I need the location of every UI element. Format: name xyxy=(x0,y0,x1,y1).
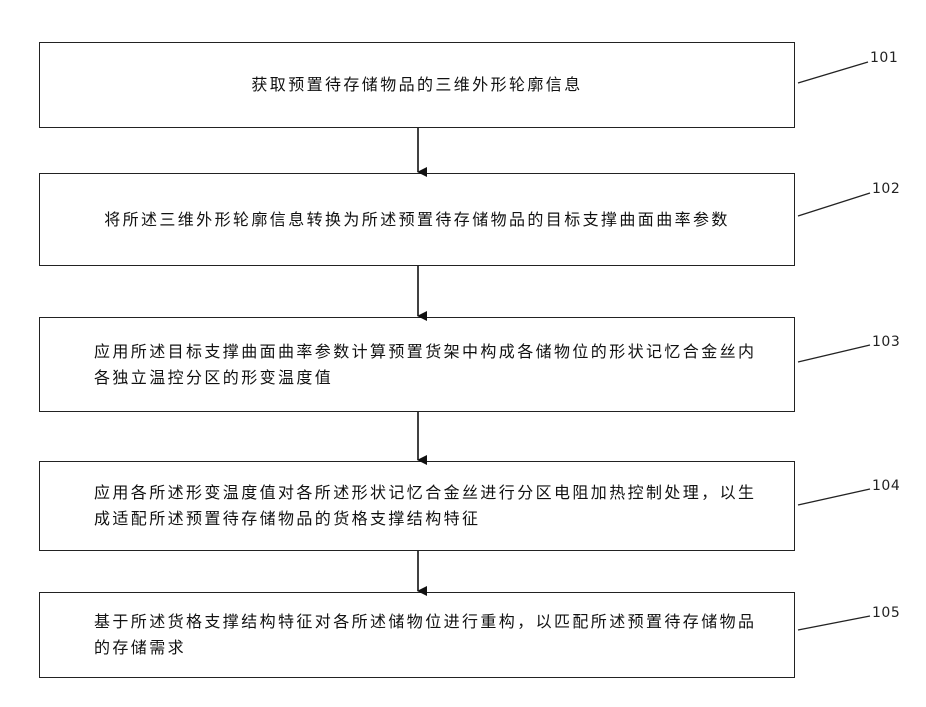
leader-line-102 xyxy=(798,193,870,216)
step-box-103: 应用所述目标支撑曲面曲率参数计算预置货架中构成各储物位的形状记忆合金丝内各独立温… xyxy=(39,317,795,412)
step-box-102: 将所述三维外形轮廓信息转换为所述预置待存储物品的目标支撑曲面曲率参数 xyxy=(39,173,795,266)
step-text-104: 应用各所述形变温度值对各所述形状记忆合金丝进行分区电阻加热控制处理，以生成适配所… xyxy=(40,480,794,532)
step-label-105: 105 xyxy=(872,605,900,621)
step-box-104: 应用各所述形变温度值对各所述形状记忆合金丝进行分区电阻加热控制处理，以生成适配所… xyxy=(39,461,795,551)
step-label-103: 103 xyxy=(872,334,900,350)
step-text-101: 获取预置待存储物品的三维外形轮廓信息 xyxy=(251,72,582,98)
step-text-102: 将所述三维外形轮廓信息转换为所述预置待存储物品的目标支撑曲面曲率参数 xyxy=(104,207,730,233)
leader-line-103 xyxy=(798,345,870,362)
leader-line-101 xyxy=(798,62,868,83)
step-box-105: 基于所述货格支撑结构特征对各所述储物位进行重构，以匹配所述预置待存储物品的存储需… xyxy=(39,592,795,678)
step-label-101: 101 xyxy=(870,50,898,66)
leader-line-105 xyxy=(798,616,870,630)
step-label-102: 102 xyxy=(872,181,900,197)
step-text-105: 基于所述货格支撑结构特征对各所述储物位进行重构，以匹配所述预置待存储物品的存储需… xyxy=(40,609,794,661)
step-label-104: 104 xyxy=(872,478,900,494)
step-text-103: 应用所述目标支撑曲面曲率参数计算预置货架中构成各储物位的形状记忆合金丝内各独立温… xyxy=(40,339,794,391)
leader-line-104 xyxy=(798,489,870,505)
step-box-101: 获取预置待存储物品的三维外形轮廓信息 xyxy=(39,42,795,128)
